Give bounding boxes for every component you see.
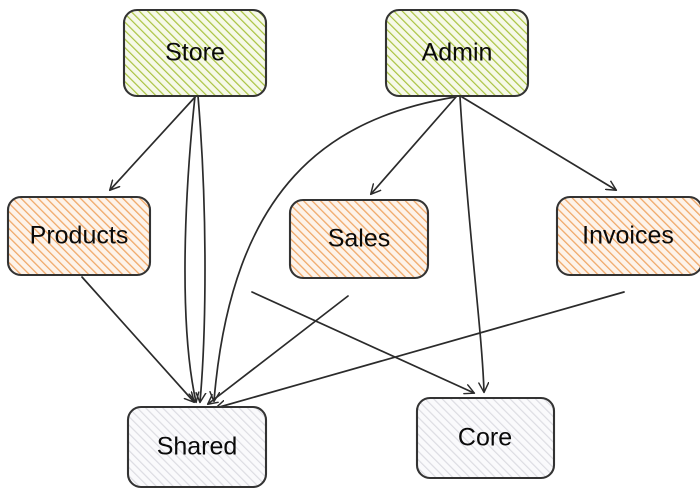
edge-store-products [110, 95, 197, 190]
node-core[interactable]: Core [415, 396, 556, 480]
edge-admin-core [459, 96, 484, 392]
node-shared[interactable]: Shared [126, 405, 268, 489]
edges-layer [81, 95, 625, 408]
node-store[interactable]: Store [122, 8, 268, 98]
node-admin-shape[interactable] [384, 8, 530, 98]
nodes-layer: Store Admin Products Sales Invoices Shar [6, 8, 700, 489]
node-admin[interactable]: Admin [384, 8, 530, 98]
node-core-shape[interactable] [415, 396, 556, 480]
edge-sales-shared [208, 295, 349, 404]
node-shared-shape[interactable] [126, 405, 268, 489]
node-store-shape[interactable] [122, 8, 268, 98]
edge-admin-shared [214, 96, 456, 401]
node-invoices[interactable]: Invoices [555, 195, 700, 277]
edge-store-shared-a [184, 95, 196, 402]
edge-admin-sales [371, 96, 457, 194]
node-products[interactable]: Products [6, 195, 152, 277]
edge-products-shared [81, 276, 194, 402]
node-products-shape[interactable] [6, 195, 152, 277]
edge-invoices-core [251, 291, 474, 393]
edge-invoices-shared [216, 291, 625, 408]
node-invoices-shape[interactable] [555, 195, 700, 277]
node-sales-shape[interactable] [288, 198, 430, 280]
edge-admin-invoices [461, 96, 616, 190]
edge-store-shared-b [198, 95, 205, 402]
node-sales[interactable]: Sales [288, 198, 430, 280]
